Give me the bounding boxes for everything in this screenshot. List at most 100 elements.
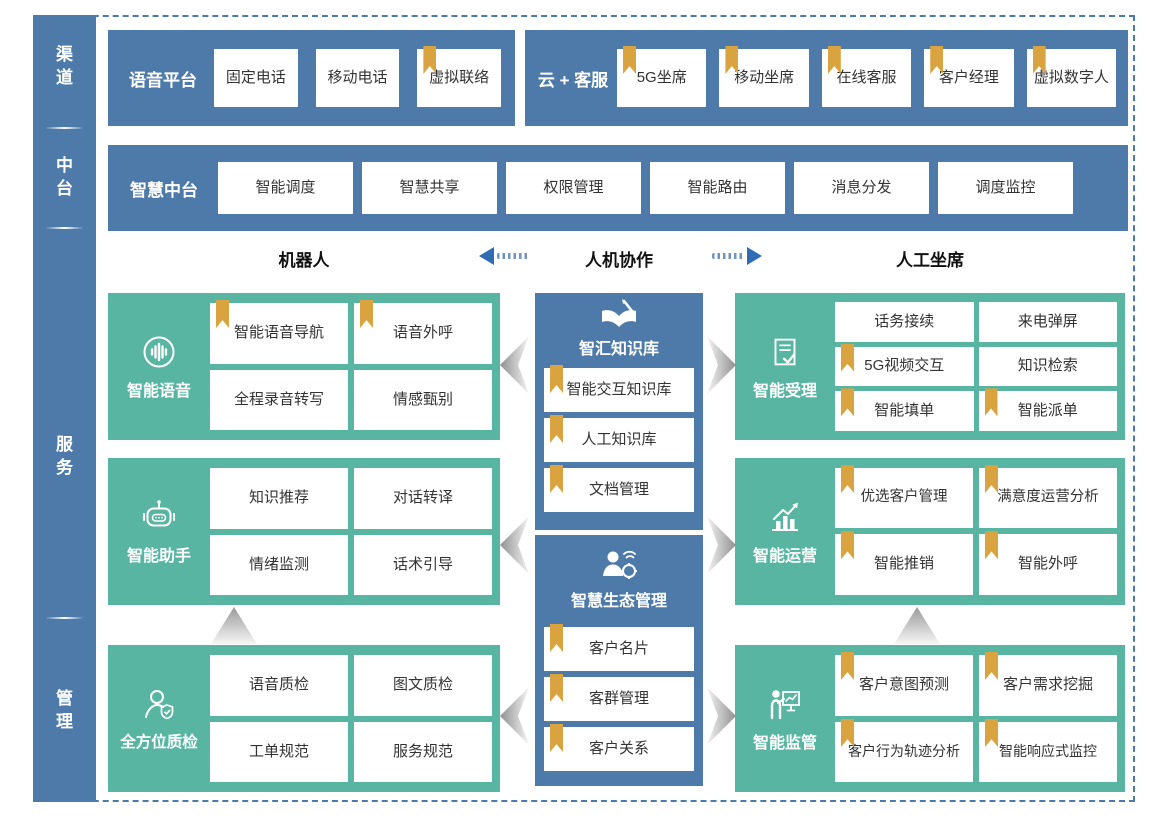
item-label: 移动电话 — [327, 68, 388, 86]
bookmark-icon — [1032, 46, 1046, 74]
item-label: 满意度运营分析 — [997, 489, 1099, 506]
bookmark-icon — [841, 343, 854, 372]
item-box: 消息分发 — [794, 162, 929, 214]
item-label: 人工知识库 — [581, 430, 657, 448]
item-box: 优选客户管理 — [835, 465, 973, 529]
sidebar-section-service: 服务 — [56, 435, 73, 477]
item-box: 5G视频交互 — [835, 343, 974, 387]
bookmark-icon — [841, 465, 854, 493]
item-label: 权限管理 — [543, 178, 604, 196]
doc-check-icon — [774, 338, 796, 366]
arrow-dash-tail — [497, 253, 529, 259]
voice-icon — [143, 336, 175, 368]
item-label: 话务接续 — [874, 312, 935, 330]
item-box: 智能外呼 — [979, 531, 1117, 595]
person-badge-icon — [145, 690, 174, 720]
item-box: 调度监控 — [938, 162, 1073, 214]
arrow-right-icon — [712, 247, 762, 265]
chevron-up-icon — [211, 607, 257, 644]
item-box: 满意度运营分析 — [979, 465, 1117, 529]
item-label: 客户意图预测 — [858, 676, 949, 694]
item-box: 固定电话 — [214, 49, 298, 107]
item-box: 客户名片 — [544, 624, 694, 671]
chevron-right-icon — [707, 516, 736, 574]
bookmark-icon — [841, 652, 854, 680]
item-label: 5G视频交互 — [864, 357, 945, 375]
bookmark-icon — [725, 46, 739, 74]
block-label: 智能助手 — [126, 548, 191, 565]
sidebar-divider — [46, 227, 83, 229]
item-label: 服务规范 — [392, 742, 453, 760]
bookmark-icon — [550, 365, 563, 393]
bookmark-icon — [985, 531, 998, 560]
item-label: 智能派单 — [1017, 401, 1078, 419]
smart-middle-group: 智慧中台 智能调度 智慧共享 权限管理 智能路由 消息分发 调度监控 — [108, 145, 1128, 231]
item-box: 图文质检 — [354, 655, 492, 716]
sidebar-section-channel: 渠道 — [56, 45, 73, 87]
voice-platform-group: 语音平台 固定电话 移动电话 虚拟联络 — [108, 30, 515, 126]
item-box: 客户关系 — [544, 724, 694, 771]
block-label: 智慧生态管理 — [570, 593, 667, 610]
group-label: 语音平台 — [129, 70, 197, 90]
group-label: 云 + 客服 — [537, 70, 609, 90]
layer-sidebar: 渠道 中台 服务 管理 — [33, 15, 96, 802]
item-label: 对话转译 — [392, 489, 453, 506]
bookmark-icon — [841, 531, 854, 560]
item-box: 情绪监测 — [210, 534, 348, 595]
bookmark-icon — [550, 415, 563, 443]
item-box: 知识检索 — [978, 346, 1117, 387]
item-label: 语音质检 — [248, 676, 309, 693]
item-label: 客户需求挖掘 — [1002, 676, 1093, 694]
item-label: 知识检索 — [1017, 357, 1078, 375]
item-box: 情感甄别 — [354, 369, 492, 430]
bookmark-icon — [985, 465, 998, 493]
block-label: 智能运营 — [752, 548, 817, 565]
item-label: 图文质检 — [392, 676, 453, 693]
bookmark-icon — [623, 46, 636, 74]
item-label: 调度监控 — [975, 178, 1036, 196]
item-label: 话术引导 — [392, 555, 453, 573]
bookmark-icon — [984, 388, 998, 417]
bookmark-icon — [550, 624, 563, 652]
smart-operation-block: 智能运营 优选客户管理 满意度运营分析 智能推销 智能外呼 — [735, 458, 1125, 605]
item-label: 客群管理 — [588, 689, 649, 707]
item-box: 客户意图预测 — [835, 652, 973, 717]
item-label: 工单规范 — [248, 742, 309, 760]
item-box: 智能派单 — [978, 388, 1117, 431]
item-label: 知识推荐 — [248, 489, 309, 506]
item-label: 客户名片 — [588, 639, 649, 657]
chevron-right-icon — [707, 336, 736, 394]
person-network-icon — [603, 550, 637, 579]
arrowhead-left — [479, 247, 494, 265]
item-label: 客户关系 — [588, 739, 649, 757]
bookmark-icon — [841, 388, 854, 417]
bookmark-icon — [985, 652, 998, 680]
item-label: 移动坐席 — [734, 68, 795, 86]
smart-assistant-block: 智能助手 知识推荐 对话转译 情绪监测 话术引导 — [108, 458, 500, 605]
bookmark-icon — [550, 724, 563, 752]
item-box: 虚拟数字人 — [1026, 46, 1117, 107]
sidebar-section-management: 管理 — [56, 689, 73, 731]
bookmark-icon — [841, 719, 854, 748]
item-box: 移动坐席 — [719, 46, 809, 107]
arrow-left-icon — [479, 247, 529, 265]
header-robot: 机器人 — [278, 251, 330, 270]
sidebar-section-midplatform: 中台 — [56, 156, 73, 198]
item-label: 来电弹屏 — [1017, 312, 1078, 330]
item-box: 智慧共享 — [362, 162, 497, 214]
item-box: 5G坐席 — [617, 46, 707, 107]
item-box: 虚拟联络 — [417, 46, 502, 107]
bookmark-icon — [930, 46, 944, 74]
bookmark-icon — [423, 46, 437, 74]
item-box: 语音外呼 — [354, 300, 492, 364]
item-box: 在线客服 — [821, 46, 912, 107]
item-label: 客户行为轨迹分析 — [848, 743, 960, 760]
arrowhead-right — [747, 247, 762, 265]
item-box: 权限管理 — [506, 162, 641, 214]
smart-voice-block: 智能语音 智能语音导航 语音外呼 全程录音转写 情感甄别 — [108, 293, 500, 440]
item-box: 话术引导 — [354, 534, 492, 595]
item-label: 全程录音转写 — [233, 390, 324, 408]
presenter-chart-icon — [770, 690, 800, 720]
knowledge-hub-block: 智汇知识库 智能交互知识库 人工知识库 文档管理 — [535, 293, 703, 530]
